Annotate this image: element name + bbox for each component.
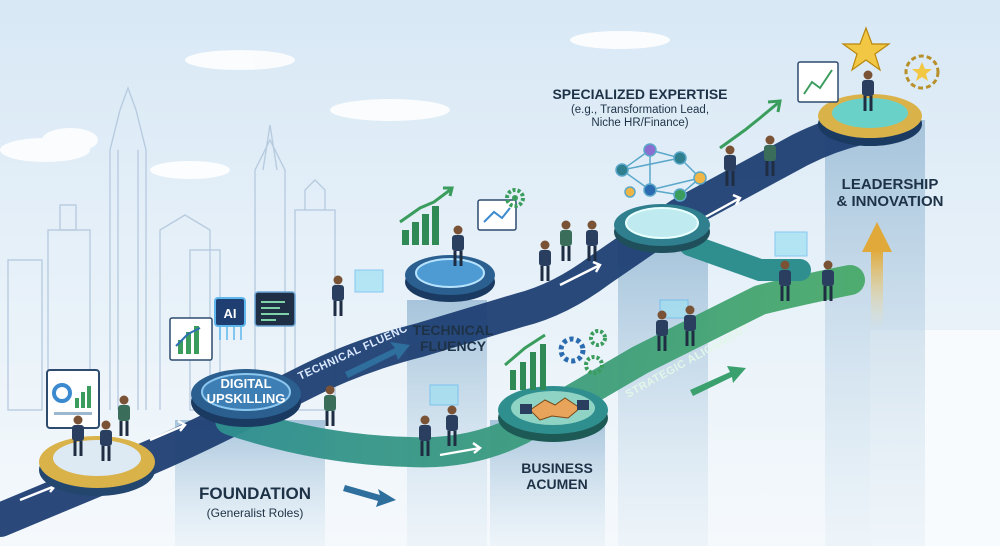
platform-foundation	[39, 436, 155, 496]
person-figure	[332, 275, 344, 316]
platform-specialized	[614, 204, 710, 253]
bar-chart-icon-business	[504, 333, 546, 390]
bar-chart-icon	[169, 317, 213, 361]
person-figure	[539, 240, 551, 281]
ai-chip-text: AI	[224, 306, 237, 321]
person-figure	[684, 305, 696, 346]
lower-path	[215, 265, 865, 468]
technical-fluency-label: TECHNICAL FLUENCY	[398, 322, 508, 354]
leadership-line2: & INNOVATION	[836, 193, 944, 211]
business-line2: ACUMEN	[526, 476, 588, 493]
ai-chip-icon: AI	[214, 297, 246, 340]
handshake-icon	[520, 397, 589, 421]
foundation-title: FOUNDATION	[198, 484, 312, 503]
business-line1: BUSINESS	[521, 460, 593, 476]
holo-screen-icon	[354, 231, 808, 406]
star-icon	[841, 26, 891, 72]
person-figure	[419, 415, 431, 456]
person-figure	[724, 145, 736, 186]
specialized-sub2: Niche HR/Finance)	[591, 117, 689, 130]
technical-line1: TECHNICAL	[412, 322, 494, 338]
platform-leadership	[818, 94, 922, 146]
foundation-sub: (Generalist Roles)	[206, 505, 304, 520]
code-window-icon	[254, 291, 296, 327]
person-figure	[446, 405, 458, 446]
clouds	[0, 31, 670, 179]
bar-chart-icon-technical	[399, 186, 454, 245]
business-acumen-label: BUSINESS ACUMEN	[502, 460, 612, 492]
person-figure	[118, 395, 130, 436]
upper-path	[0, 111, 877, 537]
person-figure	[452, 225, 464, 266]
dashboard-icon	[46, 369, 100, 429]
up-arrow-icon	[862, 222, 892, 330]
digital-line2: UPSKILLING	[206, 390, 286, 406]
person-figure	[100, 420, 112, 461]
foundation-label: FOUNDATION (Generalist Roles)	[180, 484, 330, 520]
specialized-sub1: (e.g., Transformation Lead,	[570, 104, 710, 117]
person-figure	[72, 415, 84, 456]
specialized-expertise-label: SPECIALIZED EXPERTISE (e.g., Transformat…	[530, 86, 750, 131]
person-figure	[586, 220, 598, 261]
leadership-line1: LEADERSHIP	[841, 176, 939, 193]
trend-arrow-icon	[719, 99, 782, 150]
floating-arrows	[343, 342, 746, 507]
monitor-icon-leadership	[797, 61, 839, 103]
people-figures	[72, 70, 874, 461]
person-figure	[862, 70, 874, 111]
network-icon	[615, 143, 707, 202]
platform-digital	[191, 369, 301, 427]
screen-icon	[477, 199, 517, 231]
person-figure	[822, 260, 834, 301]
person-figure	[779, 260, 791, 301]
platform-technical	[405, 255, 495, 302]
technical-line2: FLUENCY	[419, 338, 487, 355]
person-figure	[560, 220, 572, 261]
gear-icon	[505, 188, 607, 375]
digital-line1: DIGITAL	[220, 376, 272, 391]
person-figure	[764, 135, 776, 176]
digital-upskilling-label: DIGITAL UPSKILLING	[196, 376, 296, 407]
person-figure	[656, 310, 668, 351]
specialized-title: SPECIALIZED EXPERTISE	[552, 86, 728, 102]
laurel-icon	[904, 54, 940, 90]
person-figure	[324, 385, 336, 426]
leadership-innovation-label: LEADERSHIP & INNOVATION	[815, 176, 965, 211]
path-arrows	[19, 193, 742, 502]
